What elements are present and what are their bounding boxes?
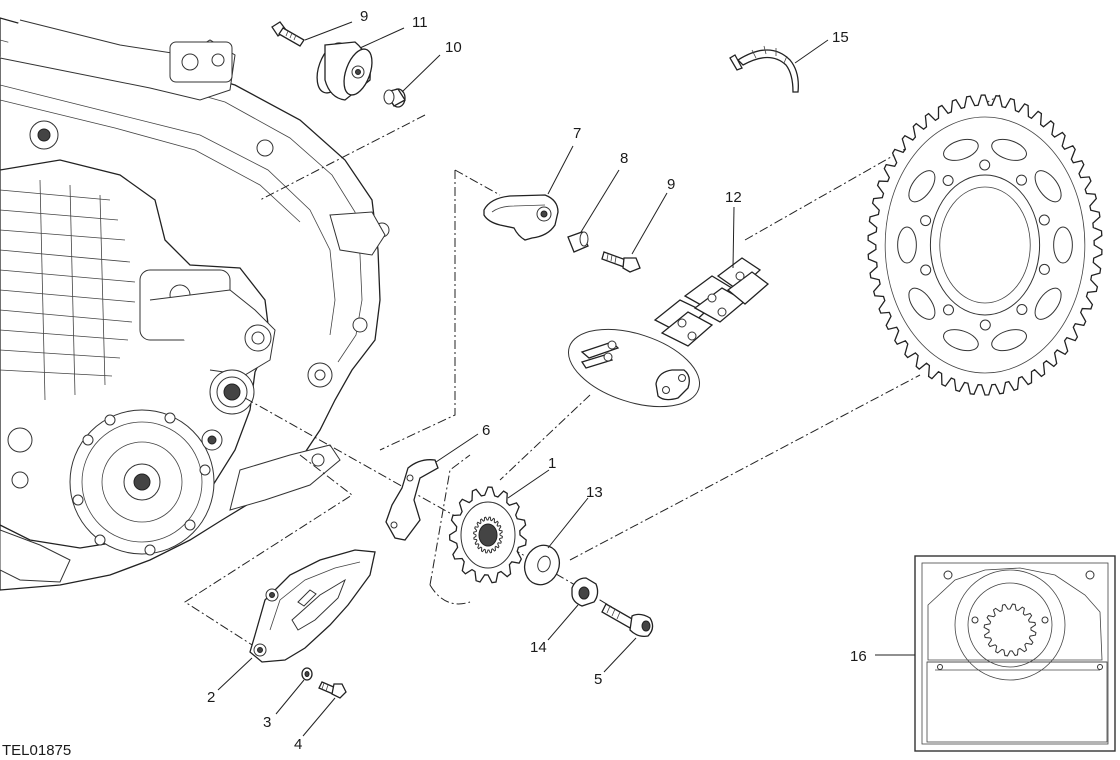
callout-2: 2 bbox=[207, 689, 215, 706]
callout-8: 8 bbox=[620, 150, 628, 167]
rear-sprocket bbox=[867, 94, 1103, 396]
part-5-sprocket-bolt bbox=[601, 603, 654, 638]
callout-12: 12 bbox=[725, 189, 742, 206]
part-3-small-washer bbox=[301, 667, 313, 681]
rear-sprocket-hole bbox=[1038, 214, 1050, 226]
rear-sprocket-cutout bbox=[1034, 287, 1062, 320]
callout-9-top: 9 bbox=[360, 8, 368, 25]
callout-13: 13 bbox=[586, 484, 603, 501]
part-8-bushing bbox=[567, 231, 589, 253]
rear-sprocket-cutout bbox=[943, 329, 979, 352]
part-6-guard-plate bbox=[385, 459, 439, 541]
part-13-washer bbox=[523, 544, 561, 586]
part-7-chain-slider bbox=[483, 194, 559, 241]
part-16-inset-panel bbox=[914, 555, 1116, 752]
rear-sprocket-cutout bbox=[897, 226, 917, 264]
rear-sprocket-hub bbox=[939, 186, 1031, 304]
callout-5: 5 bbox=[594, 671, 602, 688]
callout-15: 15 bbox=[832, 29, 849, 46]
callout-9-lower: 9 bbox=[667, 176, 675, 193]
engine-frame-assembly bbox=[0, 17, 390, 591]
part-2-sprocket-cover bbox=[249, 549, 376, 663]
rear-sprocket-hole bbox=[1038, 263, 1050, 275]
rear-sprocket-cutout bbox=[908, 287, 936, 320]
rear-sprocket-hole bbox=[943, 304, 954, 316]
callout-3: 3 bbox=[263, 714, 271, 731]
rear-sprocket-hub-ring bbox=[929, 174, 1041, 316]
callout-leaders bbox=[217, 21, 915, 737]
part-9-bolt-top bbox=[271, 21, 305, 47]
callout-4: 4 bbox=[294, 736, 302, 753]
inset-front-sprocket bbox=[983, 603, 1037, 657]
callout-14: 14 bbox=[530, 639, 547, 656]
rear-sprocket-hole bbox=[1016, 304, 1028, 315]
callout-6: 6 bbox=[482, 422, 490, 439]
rear-sprocket-hole bbox=[1016, 174, 1027, 186]
front-sprocket-bore bbox=[478, 523, 498, 547]
part-9-bolt-lower bbox=[601, 251, 641, 273]
rear-sprocket-hole bbox=[979, 319, 991, 331]
callout-7: 7 bbox=[573, 125, 581, 142]
part-12-chain bbox=[653, 257, 770, 347]
rear-sprocket-cutout bbox=[1053, 226, 1073, 264]
rear-sprocket-cutout bbox=[991, 329, 1027, 352]
part-15-chain-guide-strip bbox=[729, 45, 799, 93]
callout-16: 16 bbox=[850, 648, 867, 665]
part-1-front-sprocket bbox=[448, 486, 527, 584]
rear-sprocket-hole bbox=[920, 264, 932, 276]
callout-11: 11 bbox=[412, 14, 428, 31]
callout-labels: 9 11 10 7 8 9 12 15 6 1 13 14 5 2 3 4 16… bbox=[2, 8, 867, 759]
callout-10: 10 bbox=[445, 39, 462, 56]
diagram-code: TEL01875 bbox=[2, 742, 71, 759]
callout-1: 1 bbox=[548, 455, 556, 472]
rear-sprocket-hole bbox=[979, 159, 991, 171]
part-10-spacer bbox=[383, 88, 406, 108]
rear-sprocket-hole bbox=[920, 215, 932, 227]
part-11-chain-roller bbox=[316, 41, 373, 101]
rear-sprocket-rim bbox=[884, 116, 1086, 374]
part-14-nut bbox=[571, 577, 599, 607]
part-4-screw bbox=[318, 681, 347, 699]
master-link-detail bbox=[567, 328, 701, 408]
rear-sprocket-cutout bbox=[991, 138, 1027, 161]
rear-sprocket-cutout bbox=[1034, 170, 1062, 203]
rear-sprocket-cutout bbox=[943, 138, 979, 161]
rear-sprocket-cutout bbox=[908, 170, 936, 203]
rear-sprocket-hole bbox=[942, 175, 954, 186]
